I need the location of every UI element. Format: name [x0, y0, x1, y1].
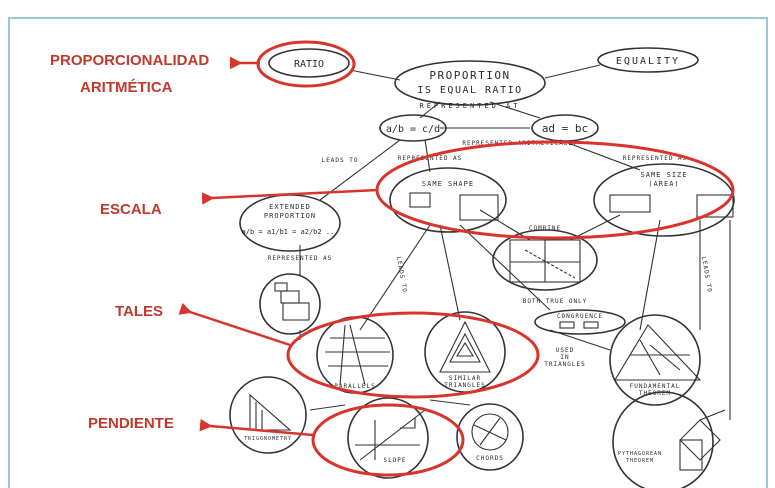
proportion-node	[394, 60, 546, 106]
parallels-label: PARALLELS	[334, 383, 376, 390]
fundamental-label-1: FUNDAMENTAL	[630, 383, 681, 390]
tales-annotation: TALES	[115, 303, 163, 320]
same-size-label-2: (AREA)	[648, 180, 679, 188]
connector-lines	[299, 64, 731, 420]
frame-right-border	[766, 17, 768, 488]
equality-node	[597, 47, 699, 73]
proporcionalidad-annotation-1: PROPORCIONALIDAD	[50, 52, 209, 69]
represented-as-1-label: REPRESENTED AS	[398, 155, 463, 162]
pythagorean-node	[612, 391, 714, 488]
trigonometry-label: TRIGONOMETRY	[244, 436, 292, 442]
same-shape-node	[389, 167, 507, 233]
combine-label: COMBINE	[529, 225, 561, 232]
same-size-label-1: SAME SIZE	[641, 171, 688, 179]
ratio-node	[268, 48, 350, 78]
escala-arrow	[201, 188, 379, 205]
frame-top-border	[8, 17, 768, 19]
ratio-label: RATIO	[294, 59, 324, 70]
proporcionalidad-annotation-2: ARITMÉTICA	[80, 79, 173, 96]
leads-to-3-label: LEADS TO	[700, 256, 713, 294]
tales-highlight	[286, 311, 540, 399]
escala-highlight	[375, 140, 735, 240]
proportion-label-1: PROPORTION	[429, 69, 510, 82]
equality-label: EQUALITY	[616, 56, 680, 67]
similar-triangles-label-1: SIMILAR	[449, 375, 481, 382]
large-rectangle-shape	[459, 194, 499, 221]
pythagorean-label-2: THEOREM	[626, 458, 654, 464]
fraction-equality-node	[379, 114, 447, 142]
stacked-rectangles-node	[259, 273, 321, 335]
small-rectangle-shape	[409, 192, 431, 208]
congruence-label: CONGRUENCE	[557, 313, 603, 320]
trigonometry-node	[229, 376, 307, 454]
fundamental-theorem-node	[609, 314, 701, 406]
leads-to-label: LEADS TO	[322, 157, 359, 164]
pythagorean-label-1: PYTHAGOREAN	[618, 451, 662, 457]
extended-label-2: PROPORTION	[264, 212, 316, 220]
pendiente-arrow	[199, 418, 314, 437]
similar-triangles-label-2: TRIANGLES	[444, 382, 486, 389]
chords-label: CHORDS	[476, 455, 504, 462]
pendiente-annotation: PENDIENTE	[88, 415, 174, 432]
represented-3-label: REPRESENTED AS	[268, 255, 333, 262]
combined-area-node	[492, 229, 598, 291]
fundamental-label-2: THEOREM	[639, 390, 671, 397]
cross-product-label: ad = bc	[542, 122, 588, 135]
slope-node	[347, 397, 429, 479]
used-in-label-2: IN	[560, 354, 569, 361]
used-in-label-3: TRIANGLES	[544, 361, 586, 368]
fraction-equality-label: a/b = c/d	[386, 124, 440, 135]
extended-formula: a/b = a1/b1 = a2/b2 ...	[242, 228, 339, 236]
represented-at-label: REPRESENTED AT	[419, 102, 520, 110]
frame-left-border	[8, 17, 10, 488]
area-rectangle-left	[609, 194, 651, 213]
area-rectangle-right	[696, 194, 734, 218]
represented-as-2-label: REPRESENTED AS	[623, 155, 688, 162]
pendiente-highlight	[311, 403, 465, 477]
used-in-label-1: USED	[556, 347, 574, 354]
extended-label-1: EXTENDED	[269, 203, 311, 211]
escala-annotation: ESCALA	[100, 201, 162, 218]
slope-label: SLOPE	[383, 457, 406, 464]
both-true-label: BOTH TRUE ONLY	[523, 298, 588, 305]
congruence-node	[534, 309, 626, 335]
parallels-node	[316, 316, 394, 394]
chords-node	[456, 403, 524, 471]
proportion-label-2: IS EQUAL RATIO	[417, 85, 522, 96]
same-size-node	[593, 163, 735, 237]
tales-arrow	[178, 302, 291, 347]
same-shape-label: SAME SHAPE	[422, 180, 474, 188]
